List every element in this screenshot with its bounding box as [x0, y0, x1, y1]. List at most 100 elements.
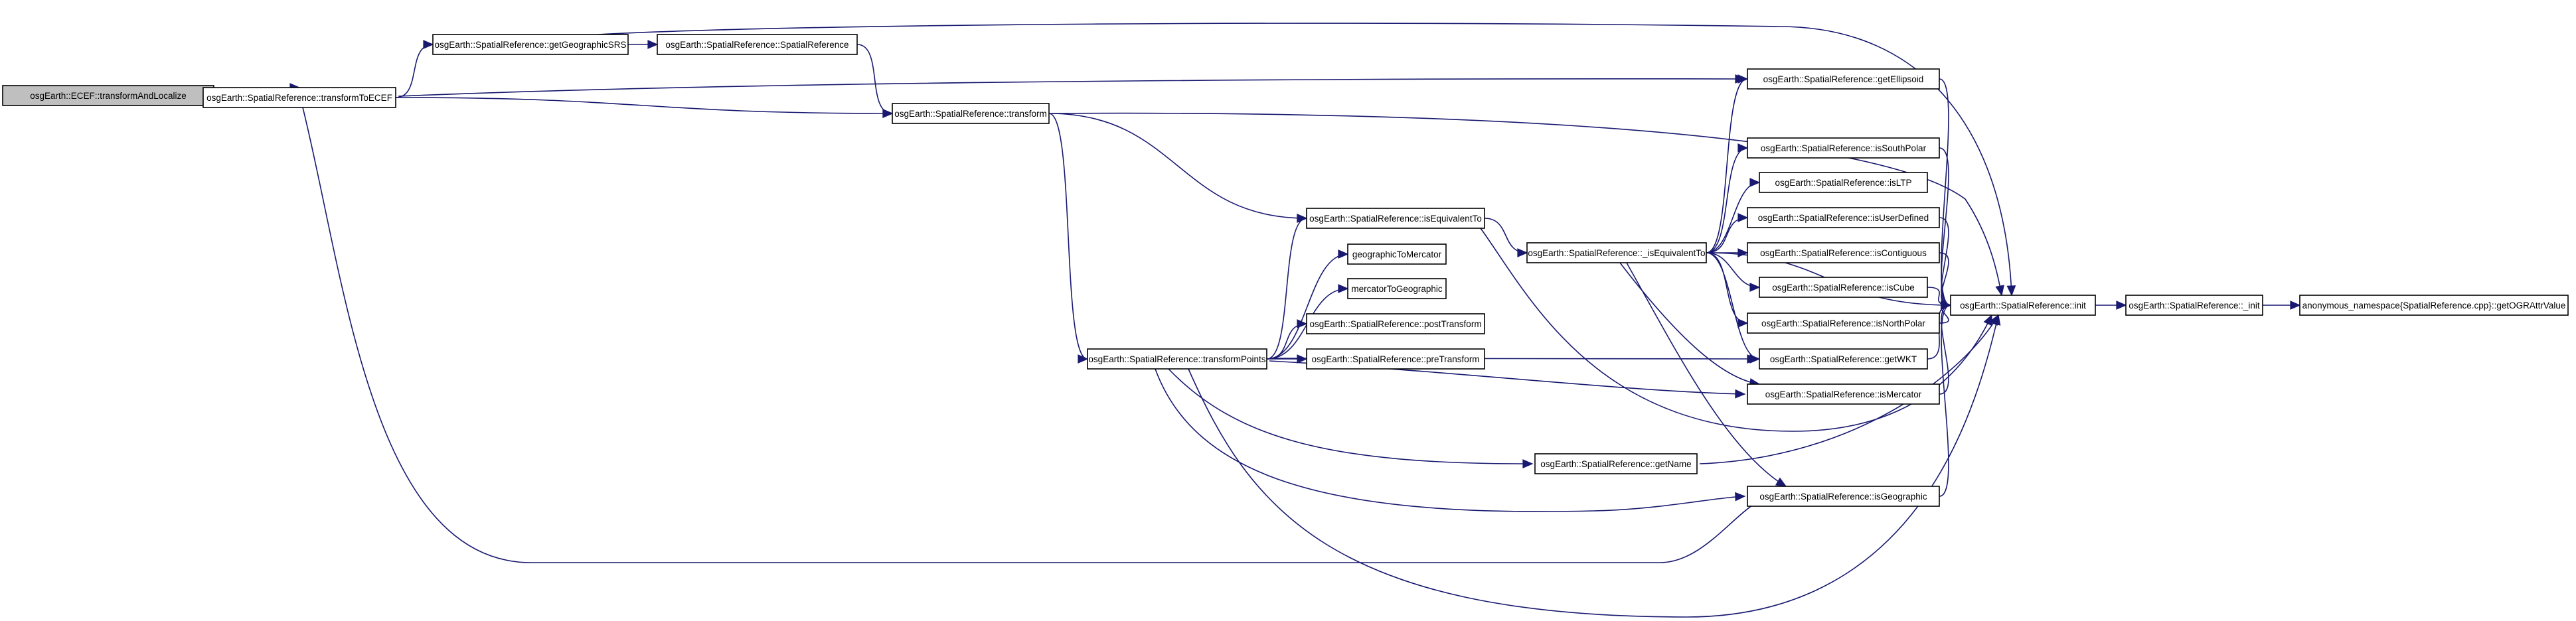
node-isContiguous[interactable]: osgEarth::SpatialReference::isContiguous — [1747, 242, 1940, 263]
node-label: osgEarth::SpatialReference::SpatialRefer… — [665, 40, 848, 50]
node-isEquivalentTo[interactable]: osgEarth::SpatialReference::isEquivalent… — [1306, 208, 1485, 229]
node-getGeoSRS[interactable]: osgEarth::SpatialReference::getGeographi… — [432, 34, 629, 55]
edge-transformPoints-to-init — [1188, 314, 2001, 618]
node-box[interactable] — [1747, 242, 1940, 263]
node-box[interactable] — [1087, 348, 1267, 370]
edge-line — [1706, 147, 1748, 253]
node-getWKT[interactable]: osgEarth::SpatialReference::getWKT — [1759, 348, 1928, 370]
edge-_isEquivalentTo-to-isUserDefined — [1706, 213, 1749, 253]
node-root[interactable]: osgEarth::ECEF::transformAndLocalize — [2, 85, 214, 106]
node-label: mercatorToGeographic — [1351, 284, 1443, 294]
node-box[interactable] — [432, 34, 629, 55]
node-label: geographicToMercator — [1352, 249, 1442, 259]
node-box[interactable] — [1534, 453, 1698, 474]
node-box[interactable] — [1526, 242, 1707, 263]
node-box[interactable] — [1759, 277, 1928, 298]
node-preTransform[interactable]: osgEarth::SpatialReference::preTransform — [1306, 348, 1485, 370]
arrowhead — [1775, 477, 1787, 487]
edge-line — [395, 97, 893, 114]
arrowhead — [1737, 213, 1749, 222]
node-box[interactable] — [1347, 278, 1447, 299]
node-box[interactable] — [1306, 208, 1485, 229]
node-toECEF[interactable]: osgEarth::SpatialReference::transformToE… — [202, 87, 396, 108]
node-label: osgEarth::SpatialReference::isSouthPolar — [1761, 143, 1927, 153]
node-box[interactable] — [1306, 313, 1485, 334]
edge-line — [1706, 252, 1760, 360]
node-isSouthPolar[interactable]: osgEarth::SpatialReference::isSouthPolar — [1747, 137, 1940, 159]
node-box[interactable] — [2125, 295, 2263, 316]
arrowhead — [882, 109, 894, 118]
node-box[interactable] — [1747, 312, 1940, 334]
edge-_isEquivalentTo-to-isSouthPolar — [1706, 143, 1749, 253]
node-transformPoints[interactable]: osgEarth::SpatialReference::transformPoi… — [1087, 348, 1267, 370]
edge-transform-to-isEquivalentTo — [1048, 113, 1308, 223]
node-getOGR[interactable]: anonymous_namespace{SpatialReference.cpp… — [2299, 295, 2569, 316]
node-box[interactable] — [1306, 348, 1485, 370]
node-getName[interactable]: osgEarth::SpatialReference::getName — [1534, 453, 1698, 474]
arrowhead — [1983, 314, 1992, 326]
node-label: osgEarth::SpatialReference::preTransform — [1311, 354, 1479, 364]
edge-_isEquivalentTo-to-isLTP — [1706, 178, 1761, 253]
arrowhead — [1338, 249, 1349, 259]
node-box[interactable] — [657, 34, 858, 55]
edge-transformPoints-to-postTransform — [1266, 319, 1308, 360]
arrowhead — [1749, 178, 1761, 187]
node-ctor[interactable]: osgEarth::SpatialReference::SpatialRefer… — [657, 34, 858, 55]
node-_init[interactable]: osgEarth::SpatialReference::_init — [2125, 295, 2263, 316]
node-isUserDefined[interactable]: osgEarth::SpatialReference::isUserDefine… — [1747, 207, 1940, 228]
node-label: osgEarth::SpatialReference::isUserDefine… — [1758, 213, 1929, 223]
node-box[interactable] — [1759, 172, 1928, 193]
arrowhead — [2006, 285, 2016, 297]
edge-line — [1939, 147, 1951, 306]
node-mercToGeo[interactable]: mercatorToGeographic — [1347, 278, 1447, 299]
node-box[interactable] — [1759, 348, 1928, 370]
arrowhead — [1735, 492, 1746, 502]
node-isMercator[interactable]: osgEarth::SpatialReference::isMercator — [1747, 383, 1940, 405]
node-transform[interactable]: osgEarth::SpatialReference::transform — [892, 103, 1050, 124]
edge-isSouthPolar-to-init — [1939, 147, 1952, 310]
edge-init-to-_init — [2095, 301, 2127, 310]
node-box[interactable] — [892, 103, 1050, 124]
node-box[interactable] — [1747, 68, 1940, 90]
node-box[interactable] — [1347, 243, 1447, 265]
edge-transformPoints-to-isEquivalentTo — [1266, 214, 1308, 360]
edge-line — [1927, 287, 1951, 306]
node-postTransform[interactable]: osgEarth::SpatialReference::postTransfor… — [1306, 313, 1485, 334]
arrowhead — [1737, 318, 1749, 328]
arrowhead — [1991, 314, 2001, 326]
node-isNorthPolar[interactable]: osgEarth::SpatialReference::isNorthPolar — [1747, 312, 1940, 334]
node-box[interactable] — [1747, 207, 1940, 228]
node-init[interactable]: osgEarth::SpatialReference::init — [1950, 295, 2096, 316]
node-box[interactable] — [1747, 383, 1940, 405]
node-isLTP[interactable]: osgEarth::SpatialReference::isLTP — [1759, 172, 1928, 193]
node-box[interactable] — [1747, 137, 1940, 159]
node-box[interactable] — [1747, 486, 1940, 507]
node-box[interactable] — [202, 87, 396, 108]
arrowhead — [1522, 459, 1534, 468]
edge-line — [1699, 314, 1999, 464]
node-label: osgEarth::SpatialReference::isCube — [1772, 283, 1915, 293]
arrowhead — [1338, 284, 1349, 293]
edge-line — [1484, 218, 1528, 253]
node-geoToMerc[interactable]: geographicToMercator — [1347, 243, 1447, 265]
node-label: osgEarth::SpatialReference::isContiguous — [1760, 248, 1927, 258]
node-box[interactable] — [1950, 295, 2096, 316]
node-isCube[interactable]: osgEarth::SpatialReference::isCube — [1759, 277, 1928, 298]
node-box[interactable] — [2, 85, 214, 106]
edge-toECEF-to-getEllipsoid — [398, 74, 1746, 97]
node-isGeographic[interactable]: osgEarth::SpatialReference::isGeographic — [1747, 486, 1940, 507]
edge-line — [597, 23, 2012, 296]
arrowhead — [1297, 319, 1308, 328]
node-getEllipsoid[interactable]: osgEarth::SpatialReference::getEllipsoid — [1747, 68, 1940, 90]
node-box[interactable] — [2299, 295, 2569, 316]
arrowhead — [1517, 248, 1528, 257]
node-label: osgEarth::SpatialReference::init — [1960, 301, 2086, 310]
edge-line — [1188, 314, 1999, 618]
node-label: osgEarth::SpatialReference::getEllipsoid — [1763, 74, 1924, 84]
node-_isEquivalentTo[interactable]: osgEarth::SpatialReference::_isEquivalen… — [1526, 242, 1707, 263]
arrowhead — [647, 40, 659, 49]
edge-line — [398, 78, 1745, 97]
edge-line — [1706, 78, 1748, 253]
edge-ctor-to-transform — [856, 44, 894, 118]
